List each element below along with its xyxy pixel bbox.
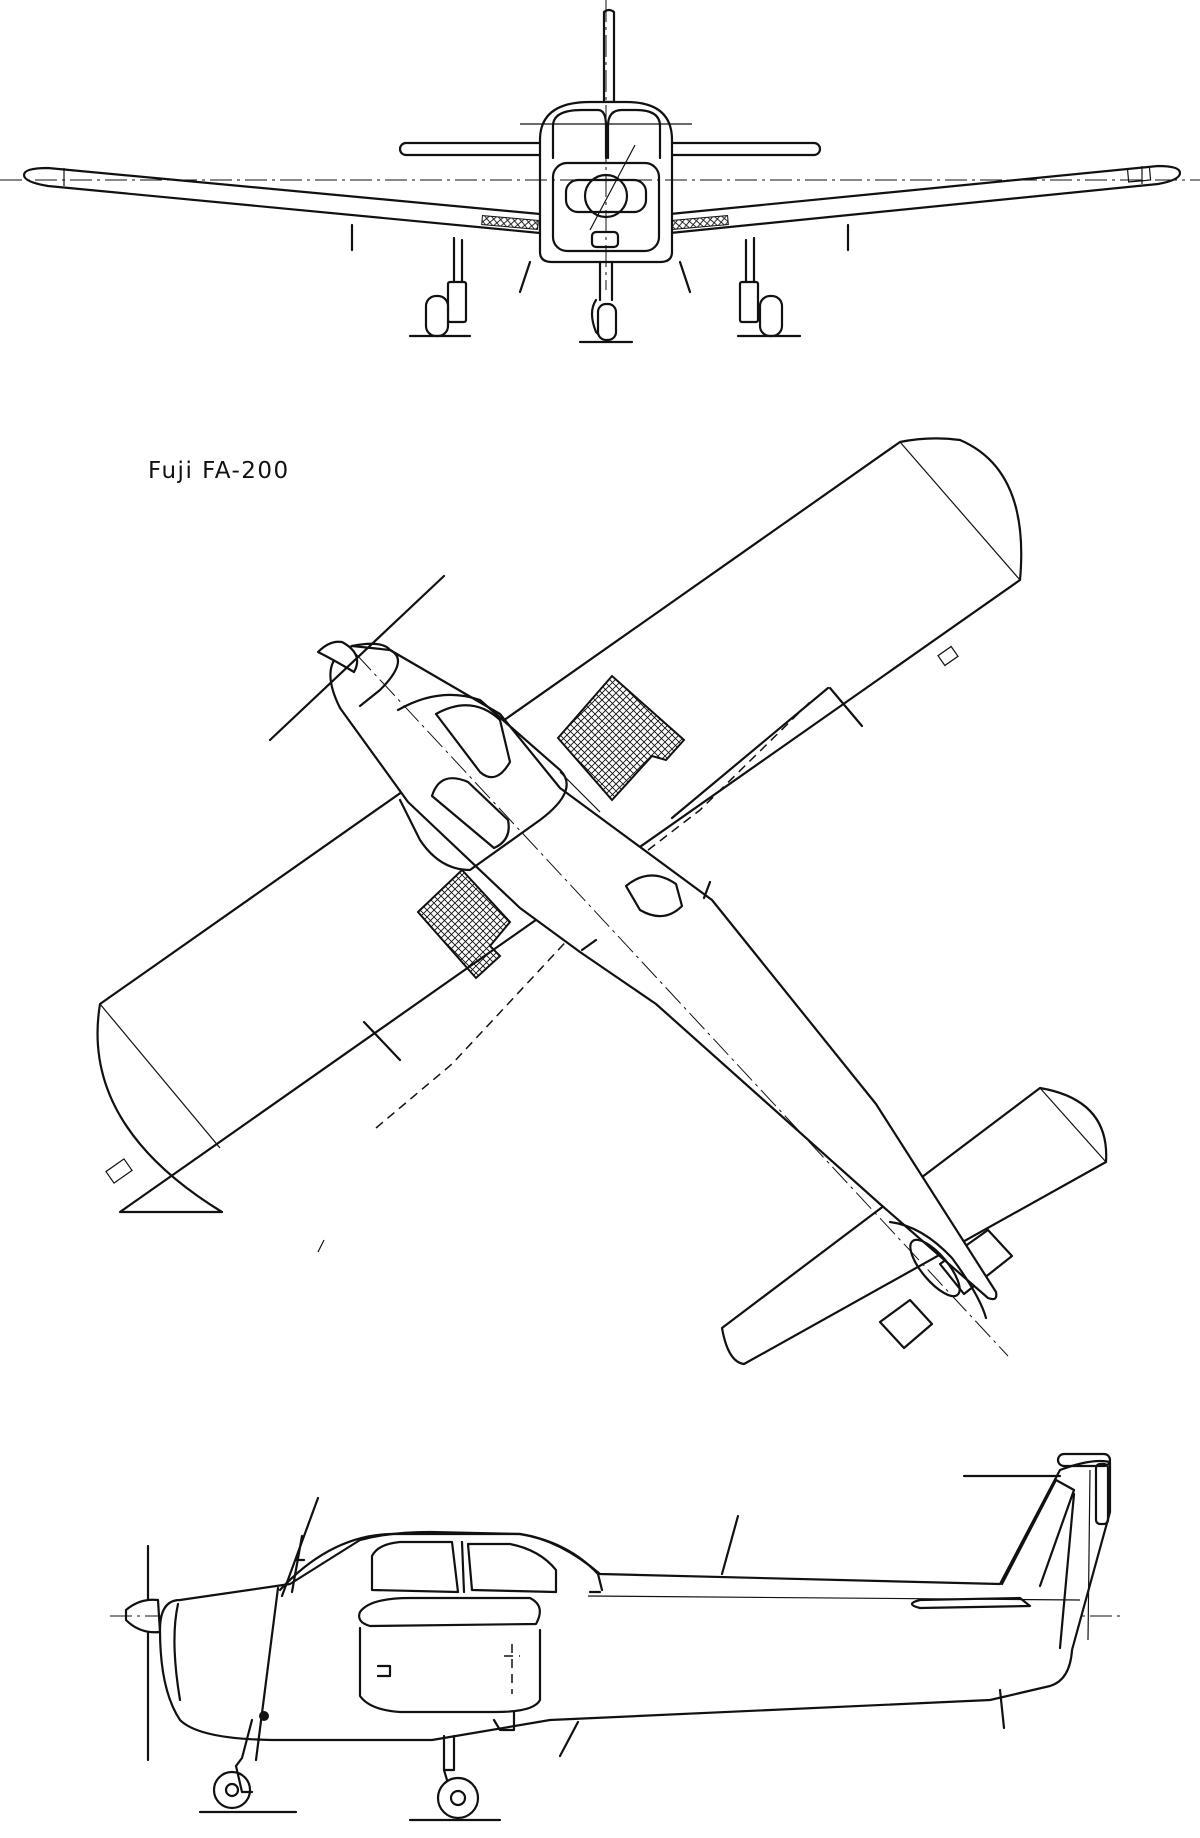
side-view <box>110 1452 1120 1822</box>
front-right-wing <box>668 164 1182 235</box>
plan-fin-top <box>909 1238 961 1298</box>
side-front-window <box>370 1540 460 1594</box>
side-tailplane <box>910 1596 1032 1610</box>
front-view <box>0 0 1200 344</box>
front-fin <box>602 8 616 104</box>
front-left-main-gear <box>408 236 472 338</box>
plan-propeller <box>268 574 446 742</box>
plan-right-flap-hatch <box>556 674 686 802</box>
plan-spinner <box>316 640 359 674</box>
side-fuselage <box>158 1459 1112 1742</box>
side-nose-gear <box>198 1718 298 1814</box>
front-left-flap-hatch <box>481 215 539 230</box>
drawing-caption: Fuji FA-200 <box>148 458 290 484</box>
plan-view <box>96 437 1108 1366</box>
side-main-gear <box>408 1710 516 1822</box>
front-right-main-gear <box>736 236 802 338</box>
side-wing-root <box>358 1596 541 1628</box>
side-rear-window <box>466 1542 558 1594</box>
front-left-wing <box>22 166 542 235</box>
front-nose-gear <box>578 260 634 344</box>
